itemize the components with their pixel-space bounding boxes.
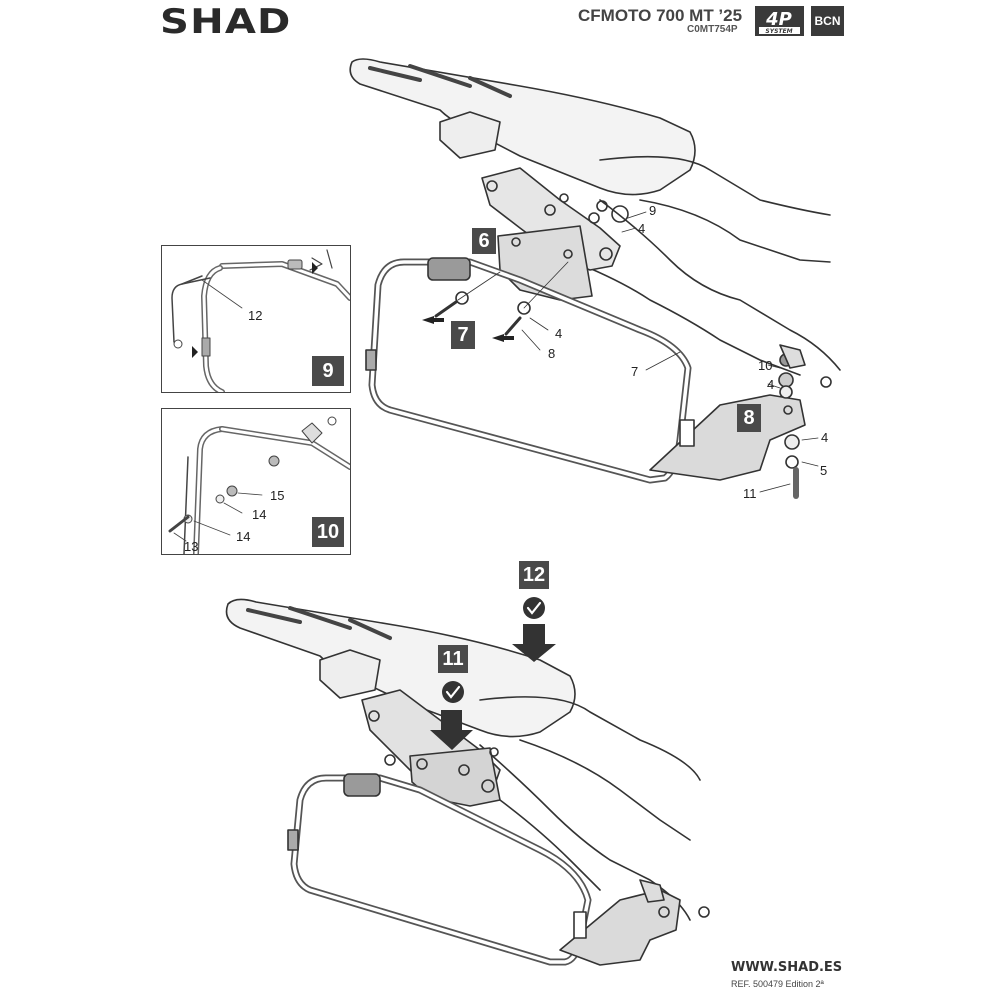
panel-10-illustration [168, 416, 350, 554]
check-icon [442, 681, 464, 703]
callout-part-8: 8 [548, 346, 556, 361]
model-title: CFMOTO 700 MT ’25 [578, 6, 743, 25]
callout-part-4: 4 [821, 430, 829, 445]
website-link[interactable]: WWW.SHAD.ES [731, 960, 843, 975]
step-10-label: 10 [312, 517, 344, 547]
check-icon [523, 597, 545, 619]
step-12-label: 12 [519, 561, 549, 589]
callout-part-4: 4 [767, 377, 775, 392]
callout-part-5: 5 [820, 463, 828, 478]
step-8-label: 8 [737, 404, 761, 432]
system-badge-sub: SYSTEM [765, 28, 792, 35]
callout-part-9: 9 [649, 203, 657, 218]
model-code: C0MT754P [687, 24, 738, 35]
callout-part-11: 11 [743, 486, 757, 501]
reference-edition: REF. 500479 Edition 2ª [731, 979, 824, 989]
step-9-label: 9 [312, 356, 344, 386]
callout-part-4: 4 [555, 326, 563, 341]
callout-part-4: 4 [638, 221, 646, 236]
step-6-label: 6 [472, 228, 496, 254]
bcn-badge: BCN [811, 6, 844, 36]
shad-logo: SHAD [160, 2, 292, 42]
panel-9-illustration [171, 249, 350, 392]
4p-system-badge: 4P SYSTEM [755, 6, 804, 36]
callout-part-14: 14 [252, 507, 267, 522]
detail-panel-10: 15 14 14 13 10 [161, 408, 351, 555]
step-11-label: 11 [438, 645, 468, 673]
step-7-label: 7 [451, 321, 475, 349]
callout-part-14: 14 [236, 529, 251, 544]
callout-part-13: 13 [184, 539, 199, 554]
callout-part-7: 7 [631, 364, 639, 379]
system-badge-main: 4P [765, 9, 792, 30]
callout-part-15: 15 [270, 488, 285, 503]
callout-part-12: 12 [248, 308, 263, 323]
callout-part-10: 10 [758, 358, 773, 373]
detail-panel-9: 12 9 [161, 245, 351, 393]
